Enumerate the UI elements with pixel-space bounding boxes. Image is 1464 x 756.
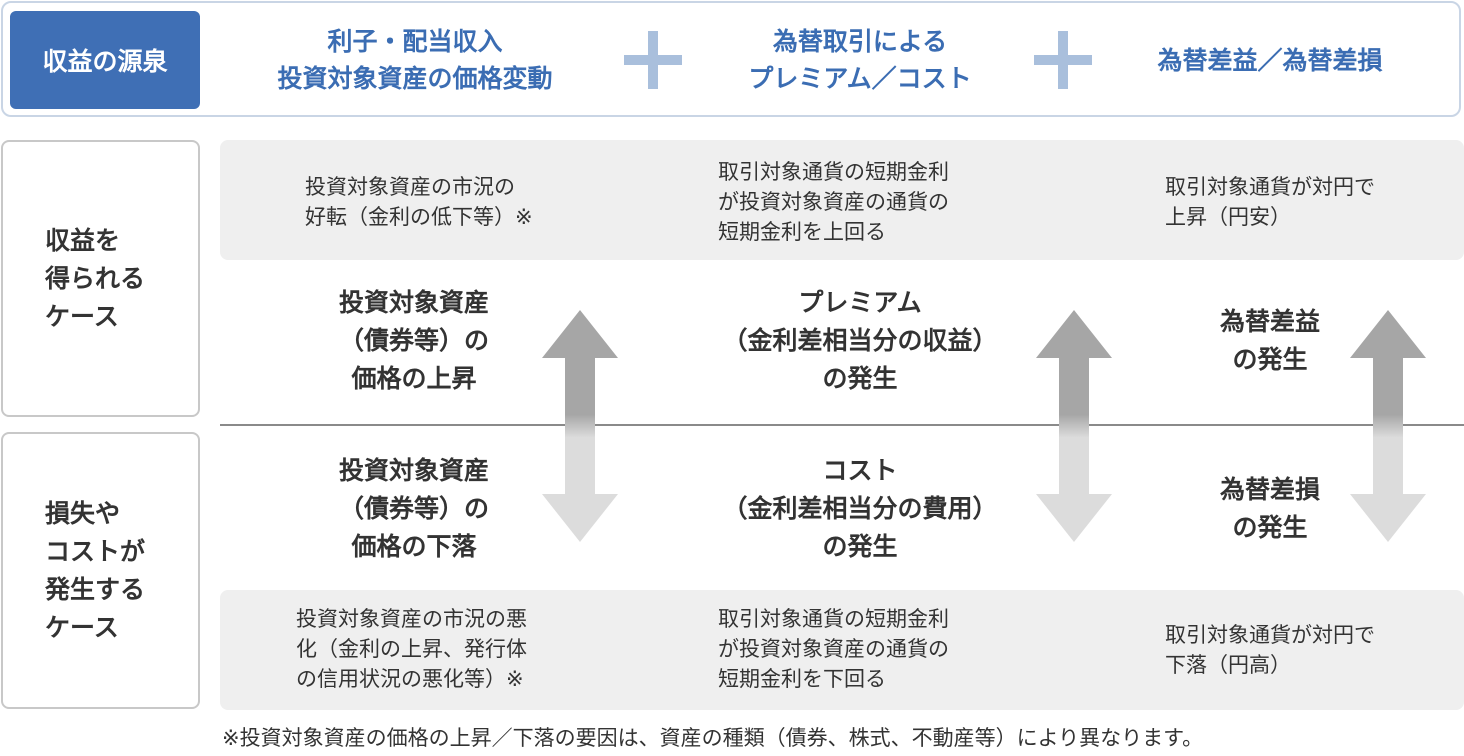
loss-condition-asset: 投資対象資産の市況の悪 化（金利の上昇、発行体 の信用状況の悪化等）※ [296, 607, 527, 691]
gain-loss-divider [220, 424, 1464, 426]
gain-condition-fx: 取引対象通貨が対円で 上昇（円安） [1165, 175, 1375, 229]
double-arrow-icon [542, 310, 618, 542]
loss-outcome-asset: 投資対象資産 （債券等）の 価格の下落 [338, 456, 489, 561]
gain-case-label: 収益を 得られる ケース [1, 140, 200, 417]
double-arrow-icon [1036, 310, 1112, 542]
gain-outcome-fx: 為替差益 の発生 [1219, 307, 1320, 374]
double-arrow-icon [1350, 310, 1426, 542]
loss-outcome-fx: 為替差損 の発生 [1219, 475, 1320, 542]
loss-outcome-cost: コスト （金利差相当分の費用） の発生 [722, 456, 998, 561]
loss-conditions-band [220, 590, 1464, 710]
loss-condition-rate: 取引対象通貨の短期金利 が投資対象資産の通貨の 短期金利を下回る [718, 607, 949, 691]
revenue-source-badge: 収益の源泉 [10, 11, 200, 109]
plus-icon [624, 31, 682, 89]
loss-condition-fx: 取引対象通貨が対円で 下落（円高） [1165, 623, 1375, 677]
source-line: 為替取引による [772, 27, 948, 56]
source-fx-gain-loss: 為替差益／為替差損 [1100, 11, 1440, 109]
source-line: 投資対象資産の価格変動 [277, 64, 553, 93]
gain-condition-rate: 取引対象通貨の短期金利 が投資対象資産の通貨の 短期金利を上回る [718, 160, 949, 244]
loss-case-label: 損失や コストが 発生する ケース [1, 432, 200, 709]
source-line: プレミアム／コスト [748, 64, 972, 93]
gain-condition-asset: 投資対象資産の市況の 好転（金利の低下等）※ [305, 175, 533, 229]
revenue-source-bar [1, 1, 1461, 117]
source-line: 為替差益／為替差損 [1157, 45, 1383, 75]
plus-icon [1034, 31, 1092, 89]
source-interest-dividend: 利子・配当収入 投資対象資産の価格変動 [215, 11, 615, 109]
gain-outcome-premium: プレミアム （金利差相当分の収益） の発生 [722, 288, 998, 393]
gain-outcome-asset: 投資対象資産 （債券等）の 価格の上昇 [338, 288, 489, 393]
gain-conditions-band [220, 140, 1464, 260]
footnote: ※投資対象資産の価格の上昇／下落の要因は、資産の種類（債券、株式、不動産等）によ… [222, 726, 1204, 750]
source-line: 利子・配当収入 [327, 27, 503, 56]
source-fx-premium: 為替取引による プレミアム／コスト [690, 11, 1030, 109]
